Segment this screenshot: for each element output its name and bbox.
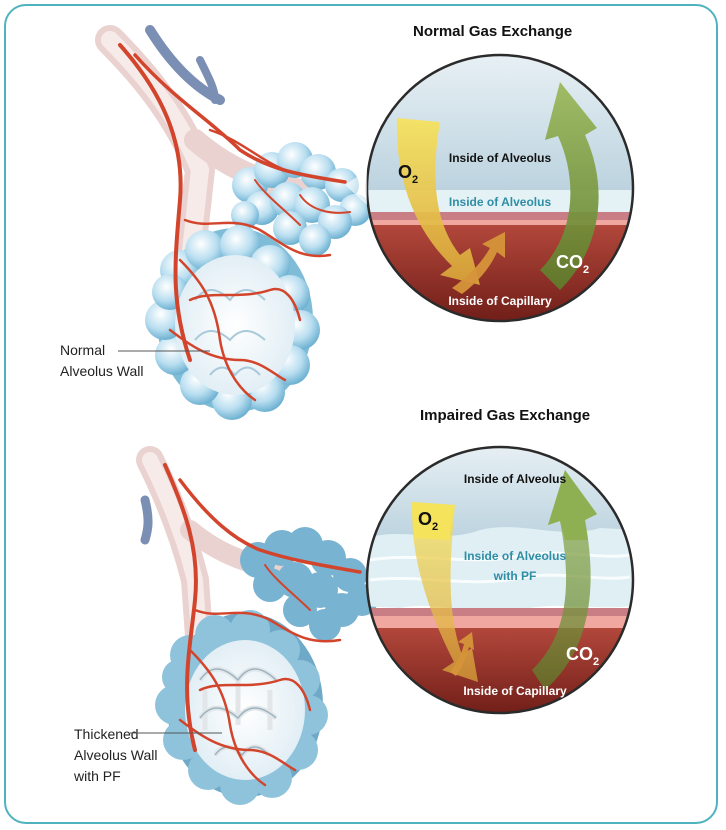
normal-wall-callout: Normal Alveolus Wall [60, 340, 144, 382]
impaired-capillary-label: Inside of Capillary [463, 684, 567, 698]
normal-title: Normal Gas Exchange [413, 23, 573, 40]
impaired-title: Impaired Gas Exchange [420, 407, 591, 424]
impaired-bronchiole-illustration [130, 446, 378, 805]
impaired-callout-line1: Thickened [74, 726, 139, 742]
impaired-gas-exchange-circle: Inside of Alveolus Inside of Alveolus wi… [365, 445, 635, 715]
normal-blood-vessels [118, 43, 351, 402]
normal-alveolar-sac [145, 225, 320, 420]
normal-gas-exchange-circle: Inside of Alveolus Inside of Alveolus In… [365, 53, 635, 323]
normal-o2-label: O2 [398, 162, 418, 186]
normal-alveolus-label: Inside of Alveolus [449, 151, 552, 165]
impaired-o2-label: O2 [418, 509, 438, 533]
normal-callout-line2: Alveolus Wall [60, 363, 144, 379]
normal-zoom-connector [345, 170, 367, 205]
impaired-callout-line3: with PF [74, 768, 121, 784]
impaired-blood-vessels [163, 463, 362, 787]
impaired-co2-label: CO2 [566, 644, 599, 668]
normal-bronchiole-illustration [95, 25, 371, 420]
impaired-alveoli-cluster-upper [240, 527, 378, 641]
impaired-alveolus-label: Inside of Alveolus [464, 472, 567, 486]
normal-capillary-label: Inside of Capillary [448, 294, 552, 308]
impaired-callout-line2: Alveolus Wall [74, 747, 158, 763]
normal-callout-line1: Normal [60, 342, 106, 358]
impaired-alveolar-sac [155, 610, 328, 805]
impaired-membrane-label-line2: with PF [493, 569, 537, 583]
normal-membrane-label: Inside of Alveolus [449, 195, 552, 209]
normal-co2-label: CO2 [556, 252, 589, 276]
figure-frame [4, 4, 718, 824]
thickened-wall-callout: Thickened Alveolus Wall with PF [74, 724, 158, 787]
impaired-membrane-label-line1: Inside of Alveolus [464, 549, 567, 563]
